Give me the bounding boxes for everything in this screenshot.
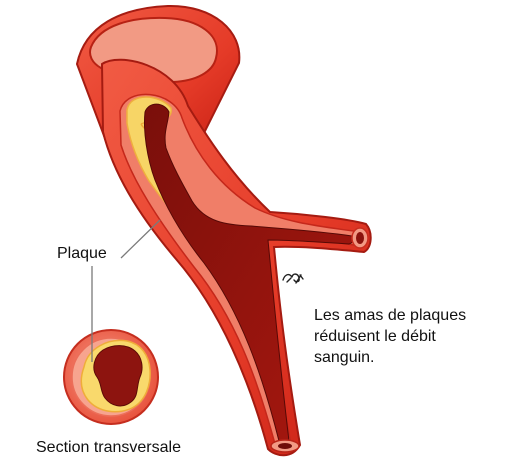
plaque-label: Plaque bbox=[57, 244, 107, 264]
cross-section-label: Section transversale bbox=[36, 438, 181, 458]
blood-flow-effect-label: Les amas de plaques réduisent le débit s… bbox=[314, 305, 466, 368]
artist-logo-icon bbox=[281, 270, 305, 286]
artery-bottom-lumen bbox=[278, 443, 292, 449]
plaque-leader-line-main bbox=[121, 220, 160, 258]
branch-opening-inner bbox=[356, 232, 364, 244]
